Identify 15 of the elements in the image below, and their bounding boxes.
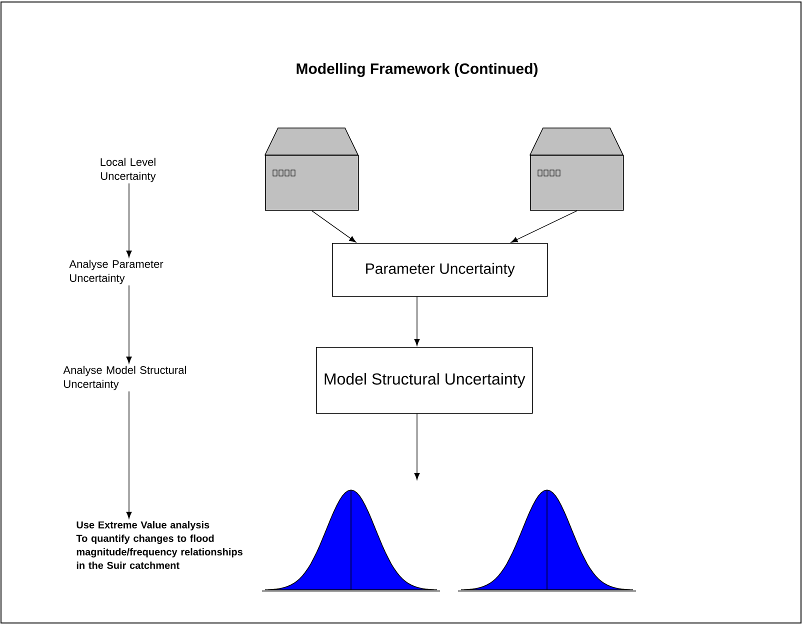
step-text: Analyse Model Structural Uncertainty: [63, 366, 186, 390]
arrow: [414, 296, 420, 346]
step-text: Analyse Parameter Uncertainty: [69, 260, 164, 284]
arrow: [414, 413, 420, 480]
step-text: Local Level Uncertainty: [100, 158, 156, 182]
arrow: [510, 210, 578, 243]
title: Modelling Framework (Continued): [296, 62, 538, 78]
bell-curve-drawing: [262, 490, 636, 592]
arrow: [312, 210, 356, 242]
step-note: Use Extreme Value analysis To quantify changes to flood magnitude/frequency relationships in the Suir catchment: [76, 521, 242, 569]
arrow: [126, 182, 132, 258]
arrow: [126, 390, 132, 519]
process-box: Model Structural Uncertainty: [316, 347, 533, 414]
process-box: Parameter Uncertainty: [332, 243, 548, 297]
arrow: [126, 284, 132, 364]
